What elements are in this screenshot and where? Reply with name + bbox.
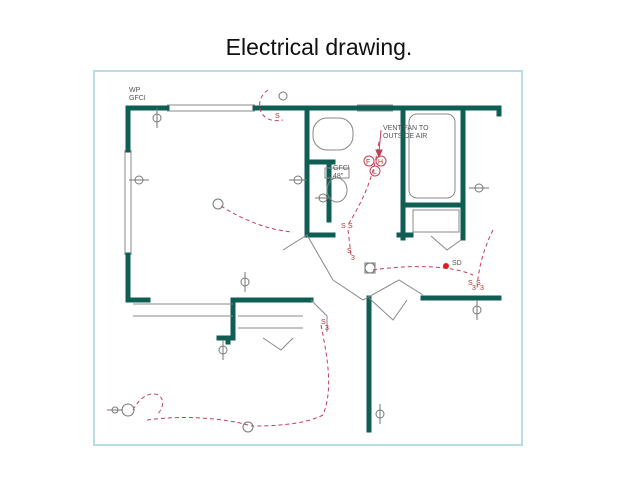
receptacle-icon [315, 193, 331, 203]
circuit-hall-down [320, 324, 330, 416]
receptacle-icon [240, 272, 250, 292]
bath-light-icon [369, 165, 381, 177]
switch-label: S [275, 113, 280, 120]
light-label: L [373, 169, 377, 176]
switch-label: S [348, 223, 353, 230]
walls [125, 105, 502, 433]
three-way-label: 3 [351, 255, 355, 262]
receptacles [107, 108, 489, 424]
slide-title: Electrical drawing. [225, 34, 413, 60]
exterior-light-icon [278, 91, 288, 101]
three-way-label: 3 [480, 285, 484, 292]
receptacle-icon [107, 406, 123, 414]
receptacle-icon [129, 175, 149, 185]
smoke-detector-label: SD [452, 260, 462, 267]
floor-plan: F H L WP GFCI VENT FAN TO OUTSIDE AIR GF… [107, 87, 502, 433]
circuit-bottom [146, 417, 249, 426]
vent-arrow [375, 129, 383, 159]
circuit-hall [372, 266, 474, 276]
gfci-top-label: GFCI [129, 95, 146, 102]
receptacle-icon [469, 183, 489, 193]
switch-label: S [321, 319, 326, 326]
junction-box-icon [364, 262, 376, 274]
circuit-vent [347, 141, 380, 226]
circuit-bottom-left [132, 393, 164, 415]
heater-icon [375, 155, 387, 167]
switch-label: S [468, 280, 473, 287]
ceiling-light-icon [212, 198, 224, 210]
circuit-hall-right [476, 229, 494, 291]
receptacle-icon [375, 404, 385, 424]
smoke-detector-icon [443, 263, 449, 269]
circuit-bedroom-light [220, 205, 294, 233]
gfci-height-label: 48" [333, 173, 344, 180]
outlet-icon [121, 403, 135, 417]
ceiling-light-icon-2 [242, 421, 254, 433]
receptacle-icon [152, 108, 162, 128]
three-way-label: 3 [325, 325, 329, 332]
fixtures [121, 91, 376, 433]
gfci-bath-label: GFCI [333, 165, 350, 172]
circuit-exterior [259, 89, 284, 122]
wp-label: WP [129, 87, 141, 94]
heater-label: H [378, 159, 383, 166]
three-way-label: 3 [472, 285, 476, 292]
fan-icon [363, 155, 375, 167]
circuits [132, 89, 494, 427]
bath-fixtures [363, 155, 387, 177]
receptacle-icon [472, 300, 482, 320]
arch-lines [124, 104, 462, 351]
hall-light-icon [364, 262, 376, 274]
switch-label: S [476, 280, 481, 287]
receptacle-icon [218, 340, 228, 360]
vent-label-line1: VENT FAN TO [383, 125, 429, 132]
drawing-frame [93, 70, 523, 446]
receptacle-icon [289, 175, 307, 185]
fan-label: F [366, 159, 370, 166]
switch-label: S [347, 248, 352, 255]
vent-label-line2: OUTSIDE AIR [383, 133, 427, 140]
switch-label: S [341, 223, 346, 230]
